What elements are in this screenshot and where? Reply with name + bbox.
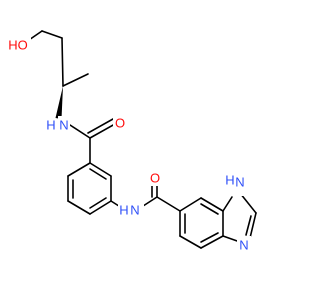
carbonyl-oxygen-top-label: O (115, 116, 125, 131)
bond-n-carbonyl-top (69, 124, 91, 139)
bond-ring-a-inner-3 (89, 168, 107, 180)
hydroxyl-label: HO (8, 38, 28, 53)
bond-carbonyl-top-o (89, 123, 116, 139)
bond-wedge-c3-n (55, 86, 63, 119)
bond-ring-a-6 (89, 162, 112, 177)
bond-ring-b-2 (179, 235, 202, 249)
amide-hydrogen-top-label: H (46, 118, 55, 133)
bond-ring-b-3 (200, 235, 224, 249)
bond-carbonyl-top-o-second (87, 118, 114, 134)
bond-imid-1 (222, 196, 233, 212)
bond-ring-b-inner-3 (200, 203, 219, 215)
bond-c3-methyl (62, 73, 89, 87)
bond-carbonyl-bottom-ring (156, 196, 181, 212)
carbonyl-oxygen-bottom-label: O (150, 171, 160, 186)
bond-c2-c3 (61, 37, 64, 87)
amide-nitrogen-bottom-label: N (130, 203, 139, 218)
imidazole-nitrogen-label: N (239, 238, 248, 253)
bond-imid-3-second (245, 215, 252, 236)
bond-ring-b-5 (200, 197, 224, 212)
imidazole-nh-label: N (235, 175, 244, 190)
amide-hydrogen-bottom-label: H (119, 203, 128, 218)
bond-ring-a-1 (67, 162, 91, 177)
amide-nitrogen-top-label: N (59, 118, 68, 133)
bond-c1-c2 (41, 30, 63, 39)
imidazole-hydrogen-label: H (225, 173, 234, 188)
bond-ring-b-6 (179, 197, 202, 212)
bond-imid-2 (239, 192, 257, 214)
label-layer: HO N H O H N O H N N (5, 37, 251, 253)
molecule-diagram: HO N H O H N O H N N (5, 30, 257, 253)
bond-ring-a-inner-2 (89, 197, 107, 209)
structure-svg: HO N H O H N O H N N (5, 30, 257, 253)
bond-ring-a-3 (67, 200, 91, 215)
bond-layer (25, 30, 257, 249)
bond-imid-3 (249, 212, 257, 239)
bond-ring-a-4 (89, 200, 112, 215)
bond-ring-b-inner-2 (200, 232, 219, 243)
